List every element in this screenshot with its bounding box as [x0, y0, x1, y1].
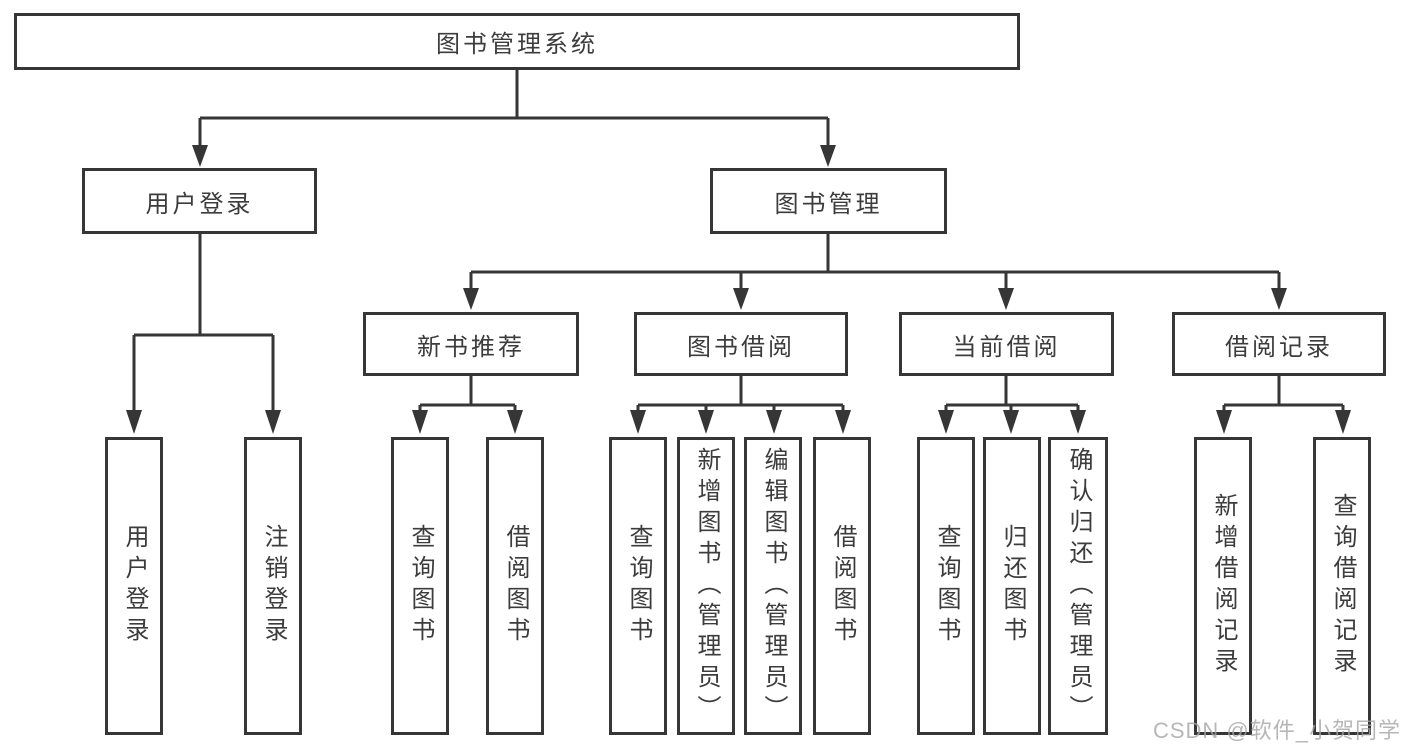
arrowhead-icons: [126, 145, 1351, 434]
node-label: 借阅图书: [502, 524, 529, 648]
node-current-borrowing: 当前借阅: [899, 312, 1114, 376]
node-label: 借阅记录: [1225, 333, 1333, 361]
node-user-login: 用户登录: [82, 168, 317, 234]
node-label: 图书管理系统: [436, 31, 598, 58]
node-edit-book-admin: 编辑图书（管理员）: [744, 437, 802, 735]
node-add-borrow-record: 新增借阅记录: [1194, 437, 1252, 735]
node-label: 确认归还（管理员）: [1065, 446, 1092, 726]
node-borrowing-query-books: 查询图书: [609, 437, 667, 735]
branch-lines: [132, 70, 1345, 412]
node-confirm-return-admin: 确认归还（管理员）: [1048, 437, 1108, 735]
node-label: 当前借阅: [952, 333, 1061, 361]
node-label: 查询图书: [625, 524, 652, 648]
node-label: 查询图书: [407, 524, 434, 648]
node-label: 新书推荐: [417, 333, 525, 361]
node-user-login-leaf: 用户登录: [105, 437, 163, 735]
node-current-query-books: 查询图书: [917, 437, 975, 735]
node-label: 用户登录: [121, 524, 148, 648]
node-label: 归还图书: [999, 524, 1026, 648]
node-new-book-recommend: 新书推荐: [363, 312, 579, 376]
node-label: 用户登录: [145, 190, 254, 218]
node-system-root: 图书管理系统: [14, 13, 1020, 70]
node-label: 图书管理: [774, 190, 883, 218]
node-label: 新增图书（管理员）: [693, 446, 720, 726]
node-book-borrowing: 图书借阅: [634, 312, 848, 376]
node-recommend-borrow-books: 借阅图书: [486, 437, 544, 735]
node-borrow-books: 借阅图书: [813, 437, 871, 735]
node-label: 图书借阅: [687, 333, 795, 361]
node-label: 注销登录: [260, 524, 287, 648]
node-label: 查询借阅记录: [1329, 493, 1356, 679]
node-query-borrow-record: 查询借阅记录: [1313, 437, 1371, 735]
node-add-book-admin: 新增图书（管理员）: [677, 437, 735, 735]
node-return-books: 归还图书: [983, 437, 1041, 735]
node-label: 新增借阅记录: [1210, 493, 1237, 679]
node-logout: 注销登录: [244, 437, 302, 735]
node-label: 编辑图书（管理员）: [760, 446, 787, 726]
node-label: 查询图书: [933, 524, 960, 648]
csdn-watermark: CSDN @软件_小贺同学: [1152, 718, 1401, 743]
node-recommend-query-books: 查询图书: [391, 437, 449, 735]
node-book-management: 图书管理: [710, 168, 947, 234]
node-label: 借阅图书: [829, 524, 856, 648]
node-borrow-records: 借阅记录: [1172, 312, 1386, 376]
